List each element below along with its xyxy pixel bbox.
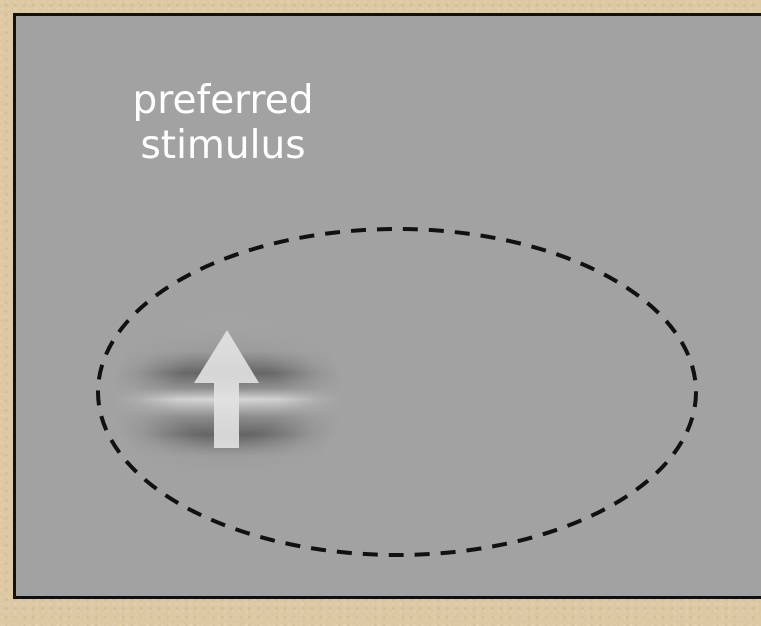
arrow-up-icon <box>194 330 259 448</box>
receptive-field-outline <box>96 227 698 557</box>
preferred-stimulus-label: preferred stimulus <box>103 78 343 168</box>
label-line-2: stimulus <box>140 123 306 169</box>
label-line-1: preferred <box>132 78 314 123</box>
